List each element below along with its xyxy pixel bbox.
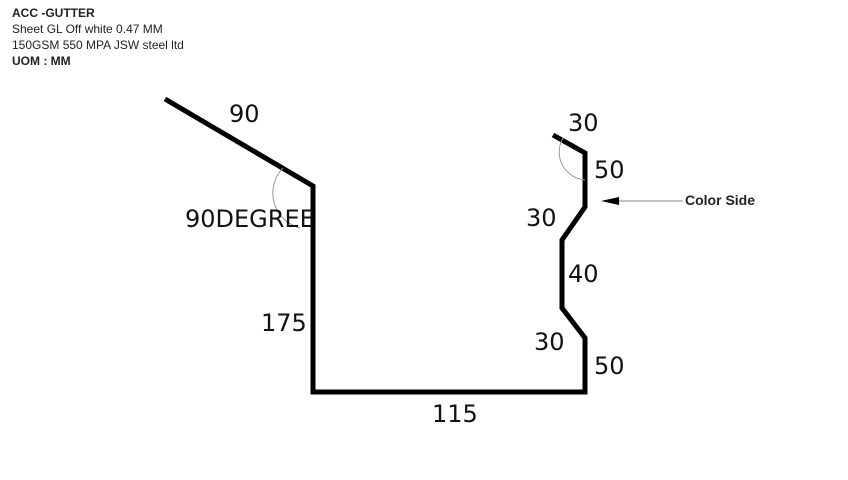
dim-right-4: 30 bbox=[534, 328, 565, 356]
gutter-profile-line bbox=[163, 96, 588, 395]
material-spec-line-1: Sheet GL Off white 0.47 MM bbox=[12, 22, 163, 36]
dim-left-side: 175 bbox=[261, 309, 307, 337]
dim-right-1: 50 bbox=[594, 156, 625, 184]
dim-right-5: 50 bbox=[594, 352, 625, 380]
drawing-title: ACC -GUTTER bbox=[12, 6, 95, 20]
color-side-label: Color Side bbox=[685, 192, 755, 208]
dim-right-top: 30 bbox=[568, 109, 599, 137]
dim-right-3: 40 bbox=[568, 260, 599, 288]
color-side-arrow-head bbox=[601, 197, 619, 205]
angle-arc-right bbox=[558, 137, 586, 181]
angle-arc-left bbox=[272, 167, 301, 229]
dim-angle: 90DEGREE bbox=[185, 205, 315, 233]
header-block: ACC -GUTTER Sheet GL Off white 0.47 MM 1… bbox=[12, 5, 184, 69]
material-spec-line-2: 150GSM 550 MPA JSW steel ltd bbox=[12, 38, 184, 52]
dim-top-left: 90 bbox=[229, 100, 260, 128]
dim-right-2: 30 bbox=[526, 204, 557, 232]
dim-bottom: 115 bbox=[432, 400, 478, 428]
unit-of-measure: UOM : MM bbox=[12, 54, 71, 68]
